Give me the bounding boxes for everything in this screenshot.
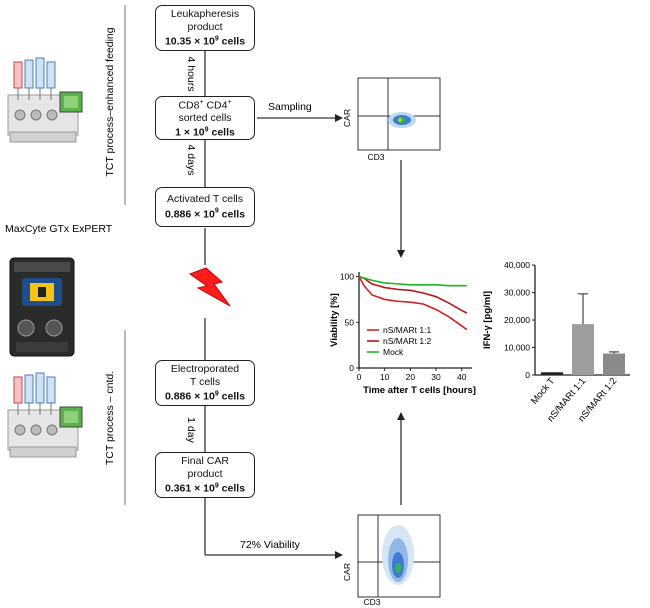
viability-72-label: 72% Viability (240, 539, 301, 551)
tct-machine-image-bottom (7, 372, 83, 458)
side-label-top: TCT process–enhanced feeding (104, 27, 116, 176)
box-leukapheresis-line2: product (187, 20, 223, 33)
box-leukapheresis-line1: Leukapheresis (170, 8, 240, 20)
box-electroporated: Electroporated T cells 0.886 × 109 cells (155, 360, 255, 406)
bar-2 (572, 324, 594, 375)
box-final-unit: cells (218, 482, 246, 495)
box-sorted-unit: cells (208, 126, 235, 139)
box-final-count: 0.361 × 10 (164, 482, 215, 495)
bar-chart-ytick-label: 0 (525, 370, 530, 380)
box-activated: Activated T cells 0.886 × 109 cells (155, 187, 255, 227)
box-activated-count: 0.886 × 10 (164, 208, 215, 221)
box-leukapheresis-exp: 9 (214, 35, 219, 42)
line-series-3 (358, 275, 467, 287)
duration-label-4-days: 4 days (185, 145, 197, 176)
facs-top-y-label: CAR (342, 109, 352, 127)
box-sorted-exp: 9 (204, 126, 209, 134)
box-activated-unit: cells (218, 208, 246, 221)
facs-plot-top: CAR CD3 (342, 77, 441, 162)
legend-label-3: Mock (383, 347, 404, 357)
box-final-car: Final CAR product 0.361 × 109 cells (155, 452, 255, 498)
box-sorted-cd4: CD4 (203, 99, 228, 112)
facs-bottom-x-label: CD3 (363, 597, 380, 607)
duration-label-4-hours: 4 hours (185, 56, 197, 91)
line-chart-xlabel: Time after T cells [hours] (363, 385, 476, 396)
box-sorted-count: 1 × 10 (175, 126, 205, 139)
box-leukapheresis-unit: cells (218, 35, 246, 48)
box-activated-exp: 9 (214, 207, 219, 215)
box-sorted-sup2: + (227, 98, 232, 106)
box-final-line2: product (187, 467, 223, 480)
electroporation-bolt-icon (188, 267, 231, 307)
side-label-bottom: TCT process – cntd. (104, 371, 116, 465)
bar-category-label-1: Mock T (529, 376, 557, 407)
box-final-line1: Final CAR (181, 455, 229, 467)
box-activated-line1: Activated T cells (166, 193, 244, 206)
bar-chart-ylabel: IFN-γ [pg/ml] (482, 291, 493, 349)
line-chart-xtick-label: 10 (380, 372, 390, 382)
box-electro-exp: 9 (214, 390, 219, 397)
line-chart-xtick-label: 0 (357, 372, 362, 382)
box-sorted-cells: CD8+ CD4+ sorted cells 1 × 109 cells (155, 96, 255, 140)
box-electro-line1: Electroporated (170, 363, 240, 375)
legend-label-1: nS/MARt 1:1 (383, 325, 431, 335)
facs-plot-bottom: CAR CD3 (342, 514, 441, 607)
box-final-exp: 9 (214, 482, 219, 489)
duration-label-1-day: 1 day (185, 417, 197, 443)
bar-chart-ytick-label: 10,000 (504, 343, 530, 353)
line-chart-xtick-label: 20 (406, 372, 416, 382)
box-sorted-sup1: + (199, 98, 204, 106)
line-chart-ytick-label: 0 (349, 363, 354, 373)
line-chart-ytick-label: 50 (345, 317, 355, 327)
tct-machine-image-top (7, 57, 83, 143)
device-label: MaxCyte GTx ExPERT (5, 223, 113, 235)
box-leukapheresis-count: 10.35 × 10 (164, 35, 215, 48)
line-series-2 (358, 275, 468, 314)
line-chart-xtick-label: 30 (431, 372, 441, 382)
box-leukapheresis: Leukapheresis product 10.35 × 109 cells (155, 5, 255, 51)
sampling-label: Sampling (268, 101, 312, 113)
bar-chart-ytick-label: 30,000 (504, 288, 530, 298)
box-electro-line2: T cells (189, 375, 221, 388)
bar-3 (603, 353, 625, 375)
legend-label-2: nS/MARt 1:2 (383, 336, 431, 346)
facs-top-x-label: CD3 (367, 152, 384, 162)
line-chart-xtick-label: 40 (457, 372, 467, 382)
line-chart-ylabel: Viability [%] (329, 293, 340, 347)
box-electro-unit: cells (218, 390, 246, 403)
line-series-1 (358, 276, 468, 331)
facs-bottom-y-label: CAR (342, 563, 352, 581)
line-chart-ytick-label: 100 (340, 272, 354, 282)
bar-chart-ytick-label: 40,000 (504, 260, 530, 270)
box-electro-count: 0.886 × 10 (164, 390, 215, 403)
box-sorted-cd8: CD8 (178, 99, 200, 112)
bar-chart-ytick-label: 20,000 (504, 315, 530, 325)
box-sorted-line2: sorted cells (178, 111, 232, 124)
bar-1 (541, 372, 563, 375)
maxcyte-device-image (9, 257, 75, 357)
